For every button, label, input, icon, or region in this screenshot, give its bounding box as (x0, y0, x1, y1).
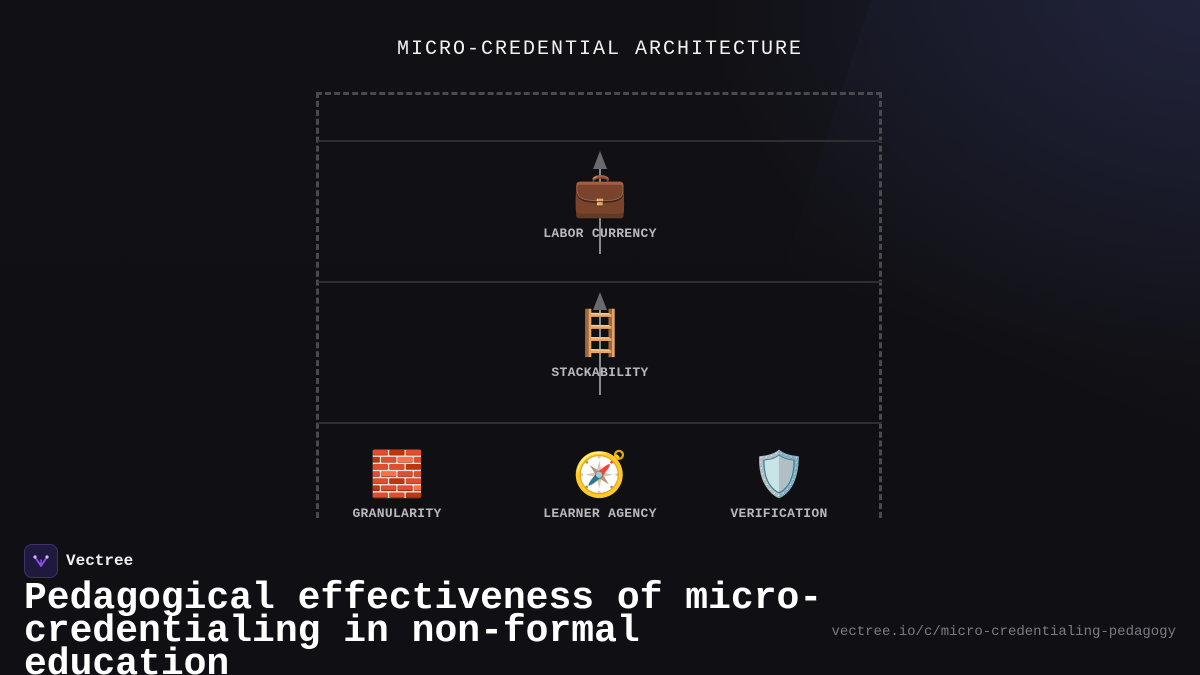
brand-name: Vectree (66, 552, 134, 570)
arrow-up-top (593, 151, 607, 169)
vectree-logo-icon (24, 544, 58, 578)
node-labor-currency: 💼 LABOR CURRENCY (520, 169, 680, 242)
briefcase-icon: 💼 (572, 169, 628, 220)
node-learner-agency: 🧭 LEARNER AGENCY (520, 449, 680, 522)
divider-bottom (318, 422, 882, 424)
node-label: LEARNER AGENCY (543, 506, 657, 521)
source-url[interactable]: vectree.io/c/micro-credentialing-pedagog… (831, 624, 1176, 640)
shield-icon: 🛡️ (751, 449, 807, 500)
diagram-title: MICRO-CREDENTIAL ARCHITECTURE (396, 38, 804, 61)
connector-middle (599, 309, 601, 395)
diagram-frame (316, 92, 882, 518)
node-verification: 🛡️ VERIFICATION (699, 449, 859, 522)
arrow-up-middle (593, 292, 607, 310)
page-headline: Pedagogical effectiveness of micro-crede… (24, 577, 823, 675)
divider-middle (318, 281, 882, 283)
ladder-icon: 🪜 (572, 308, 628, 359)
node-label: STACKABILITY (551, 365, 649, 380)
connector-top (599, 168, 601, 254)
brand[interactable]: Vectree (24, 544, 133, 578)
compass-icon: 🧭 (572, 449, 628, 500)
node-granularity: 🧱 GRANULARITY (317, 449, 477, 522)
node-stackability: 🪜 STACKABILITY (520, 308, 680, 381)
node-label: GRANULARITY (352, 506, 442, 521)
brick-icon: 🧱 (369, 449, 425, 500)
divider-top (318, 140, 882, 142)
node-label: VERIFICATION (730, 506, 828, 521)
node-label: LABOR CURRENCY (543, 226, 657, 241)
